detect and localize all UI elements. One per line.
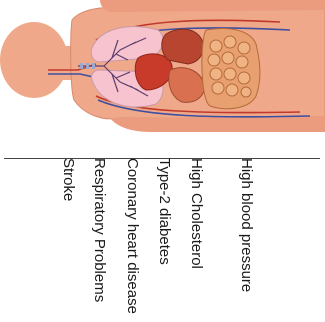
trachea xyxy=(80,63,95,69)
liver xyxy=(162,29,204,64)
torso xyxy=(71,8,325,119)
condition-label: Type-2 diabetes xyxy=(156,158,173,265)
condition-label: Coronary heart disease xyxy=(124,158,141,314)
condition-label: Respiratory Problems xyxy=(91,158,108,302)
arm-lower xyxy=(110,116,325,132)
head xyxy=(0,22,68,98)
condition-label: High Cholesterol xyxy=(188,158,205,269)
intestines xyxy=(202,29,260,109)
arm-upper xyxy=(100,0,325,12)
condition-label: High blood pressure xyxy=(238,158,255,292)
condition-label: Stroke xyxy=(60,158,77,201)
